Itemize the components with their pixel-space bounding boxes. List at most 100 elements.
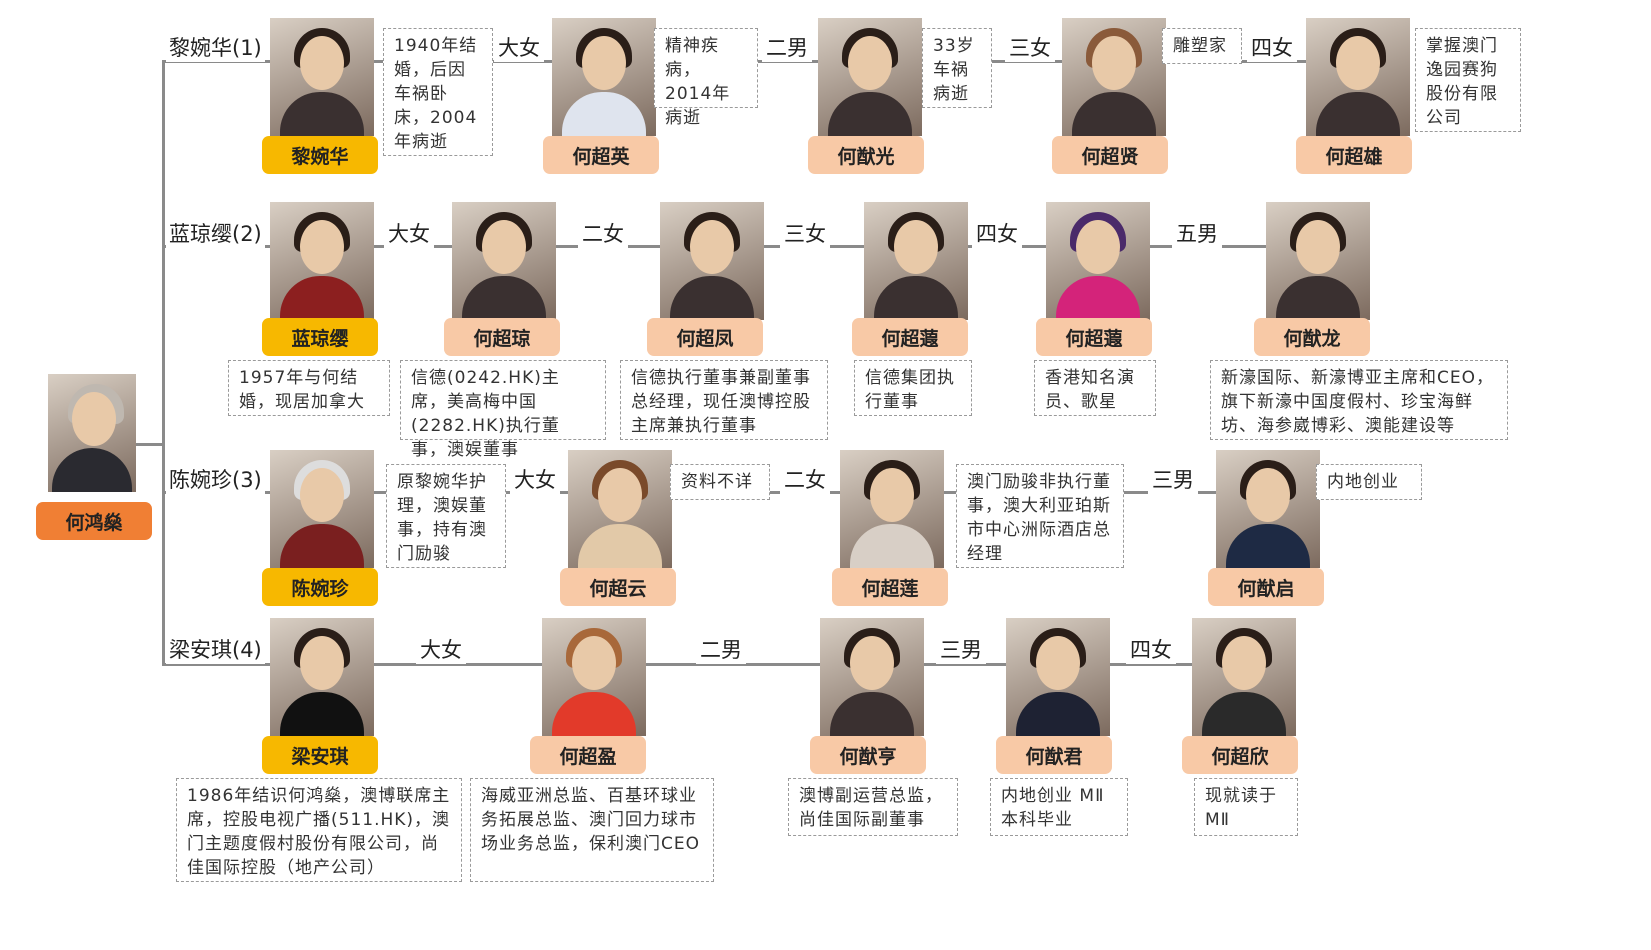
head-shape	[850, 636, 894, 690]
child-relation: 二女	[578, 218, 628, 248]
body-shape	[670, 276, 754, 320]
head-shape	[598, 468, 642, 522]
child-name-tag: 何猷亨	[810, 736, 926, 774]
child-relation: 四女	[972, 218, 1022, 248]
child-name-tag: 何超欣	[1182, 736, 1298, 774]
spouse-photo	[270, 18, 374, 136]
child-name-tag: 何超英	[543, 136, 659, 174]
child-name-tag: 何超云	[560, 568, 676, 606]
child-note: 资料不详	[670, 464, 770, 500]
child-note: 新濠国际、新濠博亚主席和CEO，旗下新濠中国度假村、珍宝海鲜坊、海参崴博彩、澳能…	[1210, 360, 1508, 440]
head-shape	[1246, 468, 1290, 522]
body-shape	[1202, 692, 1286, 736]
body-shape	[850, 524, 934, 568]
body-shape	[280, 692, 364, 736]
child-relation: 大女	[510, 464, 560, 494]
child-photo	[1192, 618, 1296, 736]
spouse-note: 原黎婉华护理，澳娱董事，持有澳门励骏	[386, 464, 506, 568]
head-shape	[1076, 220, 1120, 274]
spouse-name-tag: 黎婉华	[262, 136, 378, 174]
child-relation: 二男	[762, 32, 812, 62]
head-shape	[300, 36, 344, 90]
spouse-name-tag: 梁安琪	[262, 736, 378, 774]
child-name-tag: 何猷君	[996, 736, 1112, 774]
child-note: 雕塑家	[1162, 28, 1242, 64]
child-relation: 大女	[494, 32, 544, 62]
head-shape	[572, 636, 616, 690]
head-shape	[690, 220, 734, 274]
child-photo	[1216, 450, 1320, 568]
child-relation: 三男	[1148, 464, 1198, 494]
head-shape	[1296, 220, 1340, 274]
body-shape	[1316, 92, 1400, 136]
connector-trunk	[162, 60, 165, 666]
child-photo	[660, 202, 764, 320]
child-photo	[1266, 202, 1370, 320]
child-name-tag: 何超莲	[832, 568, 948, 606]
child-photo	[818, 18, 922, 136]
child-photo	[840, 450, 944, 568]
child-relation: 三女	[780, 218, 830, 248]
child-note: 香港知名演员、歌星	[1034, 360, 1156, 416]
child-photo	[1306, 18, 1410, 136]
body-shape	[280, 92, 364, 136]
body-shape	[1226, 524, 1310, 568]
child-note: 掌握澳门逸园赛狗股份有限公司	[1415, 28, 1521, 132]
spouse-note: 1986年结识何鸿燊，澳博联席主席，控股电视广播(511.HK)，澳门主题度假村…	[176, 778, 462, 882]
child-photo	[452, 202, 556, 320]
body-shape	[462, 276, 546, 320]
child-relation: 三女	[1005, 32, 1055, 62]
child-name-tag: 何超琼	[444, 318, 560, 356]
child-relation: 四女	[1126, 634, 1176, 664]
child-relation: 四女	[1247, 32, 1297, 62]
spouse-label: 陈婉珍(3)	[166, 464, 265, 494]
child-photo	[542, 618, 646, 736]
child-relation: 大女	[384, 218, 434, 248]
child-relation: 二女	[780, 464, 830, 494]
spouse-label: 蓝琼缨(2)	[166, 218, 265, 248]
spouse-name-tag: 蓝琼缨	[262, 318, 378, 356]
child-note: 信德(0242.HK)主席，美高梅中国(2282.HK)执行董事，澳娱董事	[400, 360, 606, 460]
child-photo	[568, 450, 672, 568]
child-note: 信德执行董事兼副董事总经理，现任澳博控股主席兼执行董事	[620, 360, 828, 440]
head-shape	[1092, 36, 1136, 90]
spouse-photo	[270, 202, 374, 320]
child-note: 内地创业 MⅡ本科毕业	[990, 778, 1128, 836]
child-name-tag: 何超盈	[530, 736, 646, 774]
body-shape	[280, 524, 364, 568]
body-shape	[1056, 276, 1140, 320]
head-shape	[1036, 636, 1080, 690]
body-shape	[562, 92, 646, 136]
body-shape	[280, 276, 364, 320]
spouse-note: 1957年与何结婚，现居加拿大	[228, 360, 390, 416]
child-note: 精神疾病，2014年病逝	[654, 28, 758, 128]
child-note: 33岁车祸病逝	[922, 28, 992, 108]
child-photo	[1006, 618, 1110, 736]
child-note: 海威亚洲总监、百基环球业务拓展总监、澳门回力球市场业务总监，保利澳门CEO	[470, 778, 714, 882]
head-shape	[870, 468, 914, 522]
head-shape	[1222, 636, 1266, 690]
child-name-tag: 何猷龙	[1254, 318, 1370, 356]
child-photo	[552, 18, 656, 136]
child-name-tag: 何超贤	[1052, 136, 1168, 174]
body-shape	[830, 692, 914, 736]
head-shape	[1336, 36, 1380, 90]
child-relation: 五男	[1172, 218, 1222, 248]
connector-root	[135, 443, 165, 446]
root-photo	[48, 374, 136, 492]
child-name-tag: 何超蕸	[1036, 318, 1152, 356]
child-photo	[820, 618, 924, 736]
child-name-tag: 何猷启	[1208, 568, 1324, 606]
spouse-photo	[270, 450, 374, 568]
head-shape	[582, 36, 626, 90]
head-shape	[482, 220, 526, 274]
head-shape	[300, 220, 344, 274]
child-name-tag: 何超雄	[1296, 136, 1412, 174]
body-shape	[1276, 276, 1360, 320]
child-relation: 三男	[936, 634, 986, 664]
child-note: 澳博副运营总监，尚佳国际副董事	[788, 778, 958, 836]
spouse-label: 梁安琪(4)	[166, 634, 265, 664]
spouse-photo	[270, 618, 374, 736]
child-note: 内地创业	[1316, 464, 1422, 500]
